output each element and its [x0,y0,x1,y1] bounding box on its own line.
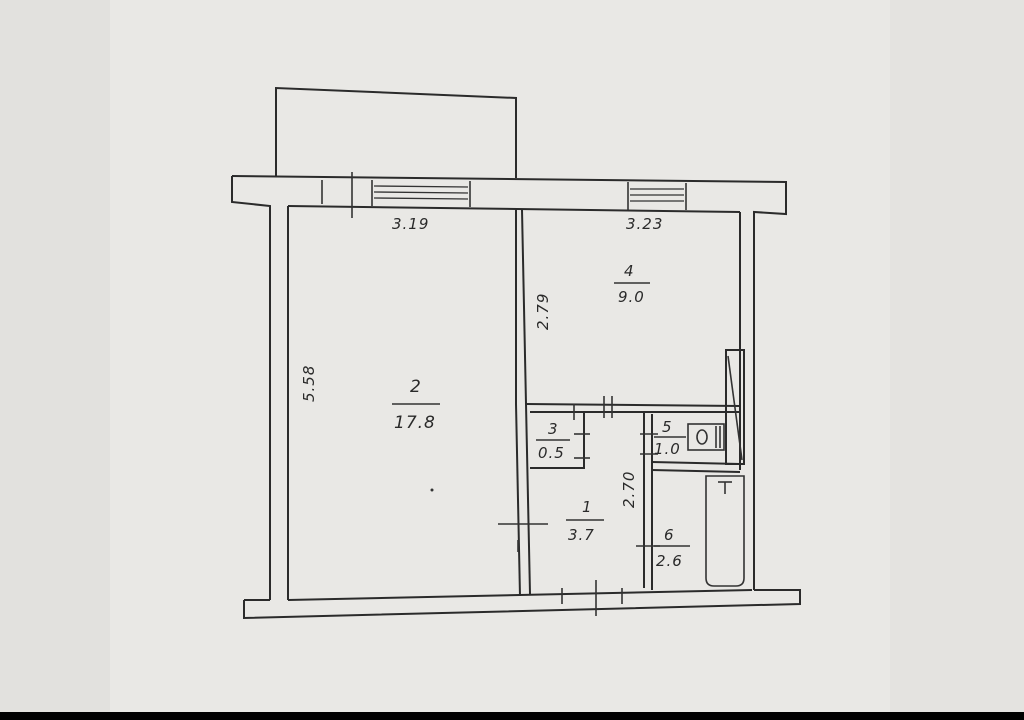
bathtub [705,475,745,587]
room5-area: 1.0 [654,440,681,458]
dim-top-left: 3.19 [392,215,429,233]
room2-area: 17.8 [394,413,436,433]
room1-number: 1 [582,498,593,516]
room1-area: 3.7 [568,526,595,544]
room4-number: 4 [624,262,635,280]
toilet-bowl [696,429,708,445]
partition-hall-left [525,403,531,595]
dim-left-wall: 5.58 [300,365,318,402]
room6-number: 6 [664,526,675,544]
paper-left-shade [0,0,110,712]
dim-top-right: 3.23 [626,215,663,233]
wall-room4-bottom [525,403,741,407]
exterior-wall-top-right [231,175,787,590]
exterior-wall-bottom-outer [243,589,801,620]
vent-shaft [725,349,745,465]
room3-number: 3 [548,420,559,438]
wall-top-inner [287,205,741,213]
room3-area: 0.5 [538,444,565,462]
balcony-outline [275,86,517,178]
pantry-walls [530,412,585,469]
window-right-hatch [630,188,684,202]
room4-area: 9.0 [618,288,645,306]
room2-dot [430,488,434,492]
dim-hall-side: 2.70 [620,471,638,508]
room5-number: 5 [662,418,673,436]
vent-shaft-diagonal [727,355,743,461]
partition-room2-hall [515,403,521,597]
room6-area: 2.6 [656,552,683,570]
window-left-hatch [373,185,469,200]
partition-room4-left [521,209,527,405]
toilet-fixture [687,423,725,451]
room2-number: 2 [410,377,422,397]
dim-room4-side: 2.79 [534,293,552,330]
wall-bath-top [651,469,741,473]
exterior-wall-top-left [231,176,271,600]
paper-right-shade [890,0,1024,712]
